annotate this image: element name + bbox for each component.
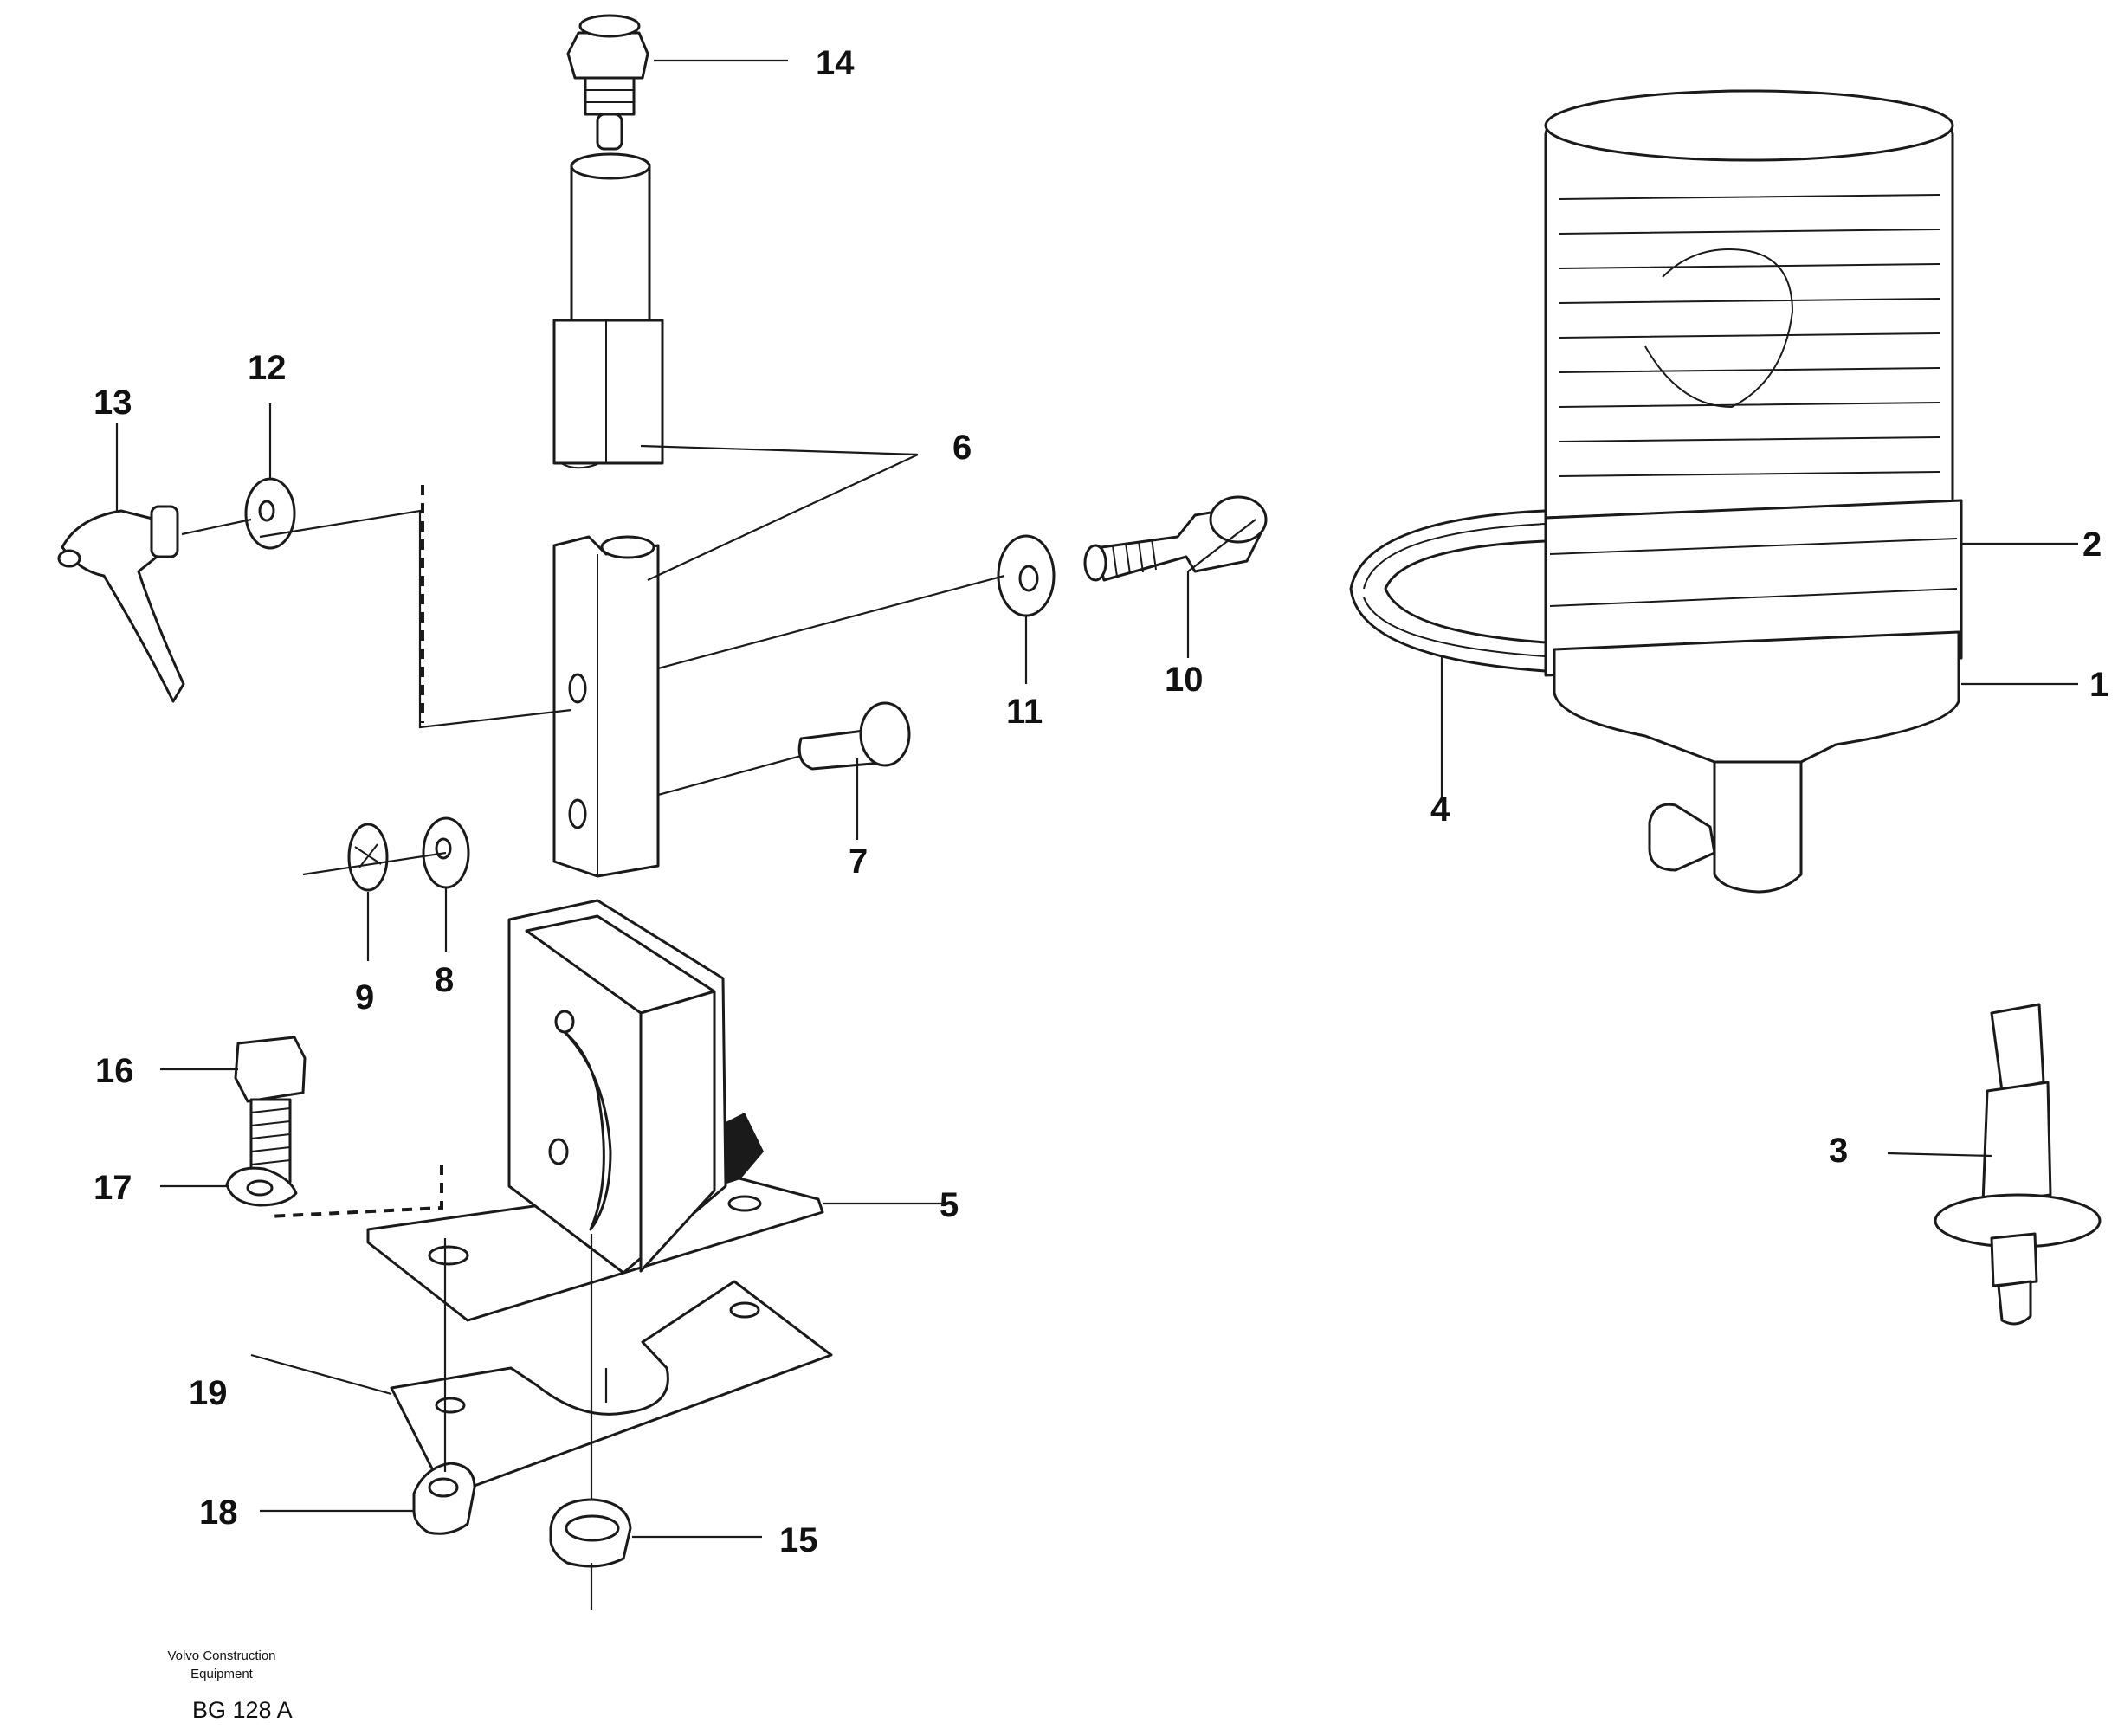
callout-13: 13 [94, 384, 132, 422]
part-10-bolt [1083, 495, 1268, 582]
callout-9: 9 [355, 978, 374, 1016]
callout-14: 14 [816, 44, 855, 82]
drawing-code: BG 128 A [192, 1697, 293, 1723]
part-14-fitting [566, 14, 649, 151]
callout-1: 1 [2089, 666, 2108, 704]
part-9-lock-washer [347, 823, 389, 892]
callout-11: 11 [1006, 693, 1043, 731]
callout-8: 8 [435, 961, 454, 999]
callout-19: 19 [189, 1374, 228, 1412]
callout-15: 15 [779, 1521, 818, 1559]
callout-2: 2 [2082, 526, 2102, 564]
callout-18: 18 [199, 1494, 238, 1532]
callout-7: 7 [849, 842, 868, 881]
callout-12: 12 [248, 349, 287, 387]
part-3-terminal [1934, 1003, 2102, 1326]
part-6-square-post [552, 535, 660, 878]
drawing-footer: Volvo Construction Equipment BG 128 A [167, 1649, 292, 1723]
callout-6: 6 [952, 429, 972, 467]
callout-10: 10 [1165, 661, 1204, 699]
callout-4: 4 [1430, 791, 1450, 829]
part-11-washer [997, 534, 1056, 617]
publisher-line-2: Equipment [190, 1667, 254, 1681]
part-4-clamp [1349, 509, 1547, 673]
leader-lines [115, 59, 2078, 1610]
part-1-beacon [1544, 89, 1963, 894]
part-19-plate [390, 1280, 833, 1498]
part-5-bracket [366, 899, 824, 1322]
part-18-nut [412, 1462, 476, 1535]
part-7-pin [797, 701, 911, 771]
publisher-line-1: Volvo Construction [167, 1649, 275, 1663]
callout-labels: 1 2 3 4 5 6 7 8 9 10 11 12 13 14 15 16 1… [94, 44, 2108, 1559]
part-12-washer [244, 477, 296, 550]
callout-17: 17 [94, 1169, 132, 1207]
part-16-bolt [234, 1036, 307, 1184]
part-17-lock-washer [225, 1166, 298, 1207]
part-15-grommet [549, 1498, 632, 1568]
callout-3: 3 [1829, 1132, 1848, 1170]
part-13-lever-handle [57, 505, 185, 703]
part-6-upper-tube [552, 152, 664, 469]
callout-5: 5 [940, 1186, 959, 1224]
callout-16: 16 [95, 1052, 134, 1090]
